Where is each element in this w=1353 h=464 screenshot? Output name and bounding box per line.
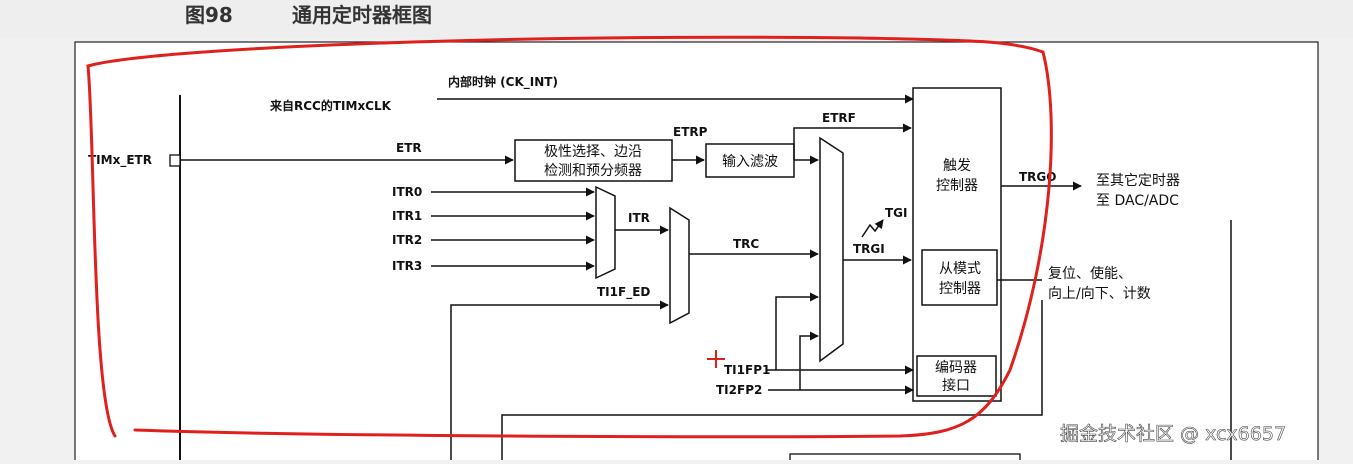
reset-line2: 向上/向下、计数 <box>1048 286 1151 302</box>
timx-etr-pin <box>169 154 181 167</box>
itr-label: ITR <box>628 211 650 225</box>
figure-frame <box>74 41 1319 464</box>
trc-mux <box>669 206 690 325</box>
itr2-label: ITR2 <box>392 233 422 247</box>
bottom-block-edge <box>789 453 1021 464</box>
polarity-line1: 极性选择、边沿 <box>544 144 642 160</box>
encoder-block <box>916 355 997 397</box>
trigger-controller-block <box>912 87 1002 402</box>
watermark: 掘金技术社区 @ xcx6657 <box>1060 423 1286 445</box>
ti2fp2-label: TI2FP2 <box>716 383 762 397</box>
etr-label: ETR <box>396 141 422 155</box>
trigger-mux <box>819 136 844 363</box>
trgi-label: TRGI <box>853 242 885 256</box>
ti1fp1-to-mux <box>775 292 819 370</box>
to-timer-line1: 至其它定时器 <box>1096 172 1180 189</box>
itr1-label: ITR1 <box>392 209 422 223</box>
tgi-flash-icon <box>861 219 884 238</box>
encoder-line2: 接口 <box>942 377 970 394</box>
itr3-label: ITR3 <box>392 259 422 273</box>
polarity-line2: 检测和预分频器 <box>544 163 642 179</box>
ti1fp1-label: TI1FP1 <box>724 363 770 377</box>
slave-line1: 从模式 <box>939 261 981 277</box>
annotation-outline <box>86 35 1053 439</box>
etrp-label: ETRP <box>673 125 708 139</box>
trc-label: TRC <box>733 237 759 251</box>
annotation-cross <box>707 350 725 368</box>
ti1f-ed-label: TI1F_ED <box>597 285 650 300</box>
itr-mux <box>595 185 616 280</box>
etrf-label: ETRF <box>822 111 856 125</box>
rcc-clk-label: 来自RCC的TIMxCLK <box>269 98 392 113</box>
trigger-line2: 控制器 <box>936 178 978 194</box>
trigger-line1: 触发 <box>943 158 971 174</box>
input-filter-block <box>705 143 795 178</box>
reset-line1: 复位、使能、 <box>1048 265 1132 282</box>
encoder-line1: 编码器 <box>935 360 977 376</box>
figure-title: 通用定时器框图 <box>292 3 432 27</box>
slave-mode-block <box>921 249 998 306</box>
etrf-arrow <box>793 123 912 160</box>
trgo-label: TRGO <box>1019 170 1056 184</box>
ck-int-label: 内部时钟 (CK_INT) <box>448 74 558 90</box>
itr0-label: ITR0 <box>392 185 422 199</box>
polarity-block <box>514 139 673 182</box>
input-filter-label: 输入滤波 <box>722 154 778 170</box>
bottom-return-line <box>501 300 1043 460</box>
figure-number: 图98 <box>185 3 233 27</box>
to-timer-line2: 至 DAC/ADC <box>1096 193 1179 209</box>
tgi-label: TGI <box>885 206 908 220</box>
header-strip <box>0 0 1353 38</box>
ti1f-ed-arrow <box>450 300 669 460</box>
timx-etr-label: TIMx_ETR <box>88 153 152 168</box>
ti2fp2-to-mux <box>799 331 819 390</box>
slave-line2: 控制器 <box>939 281 981 297</box>
